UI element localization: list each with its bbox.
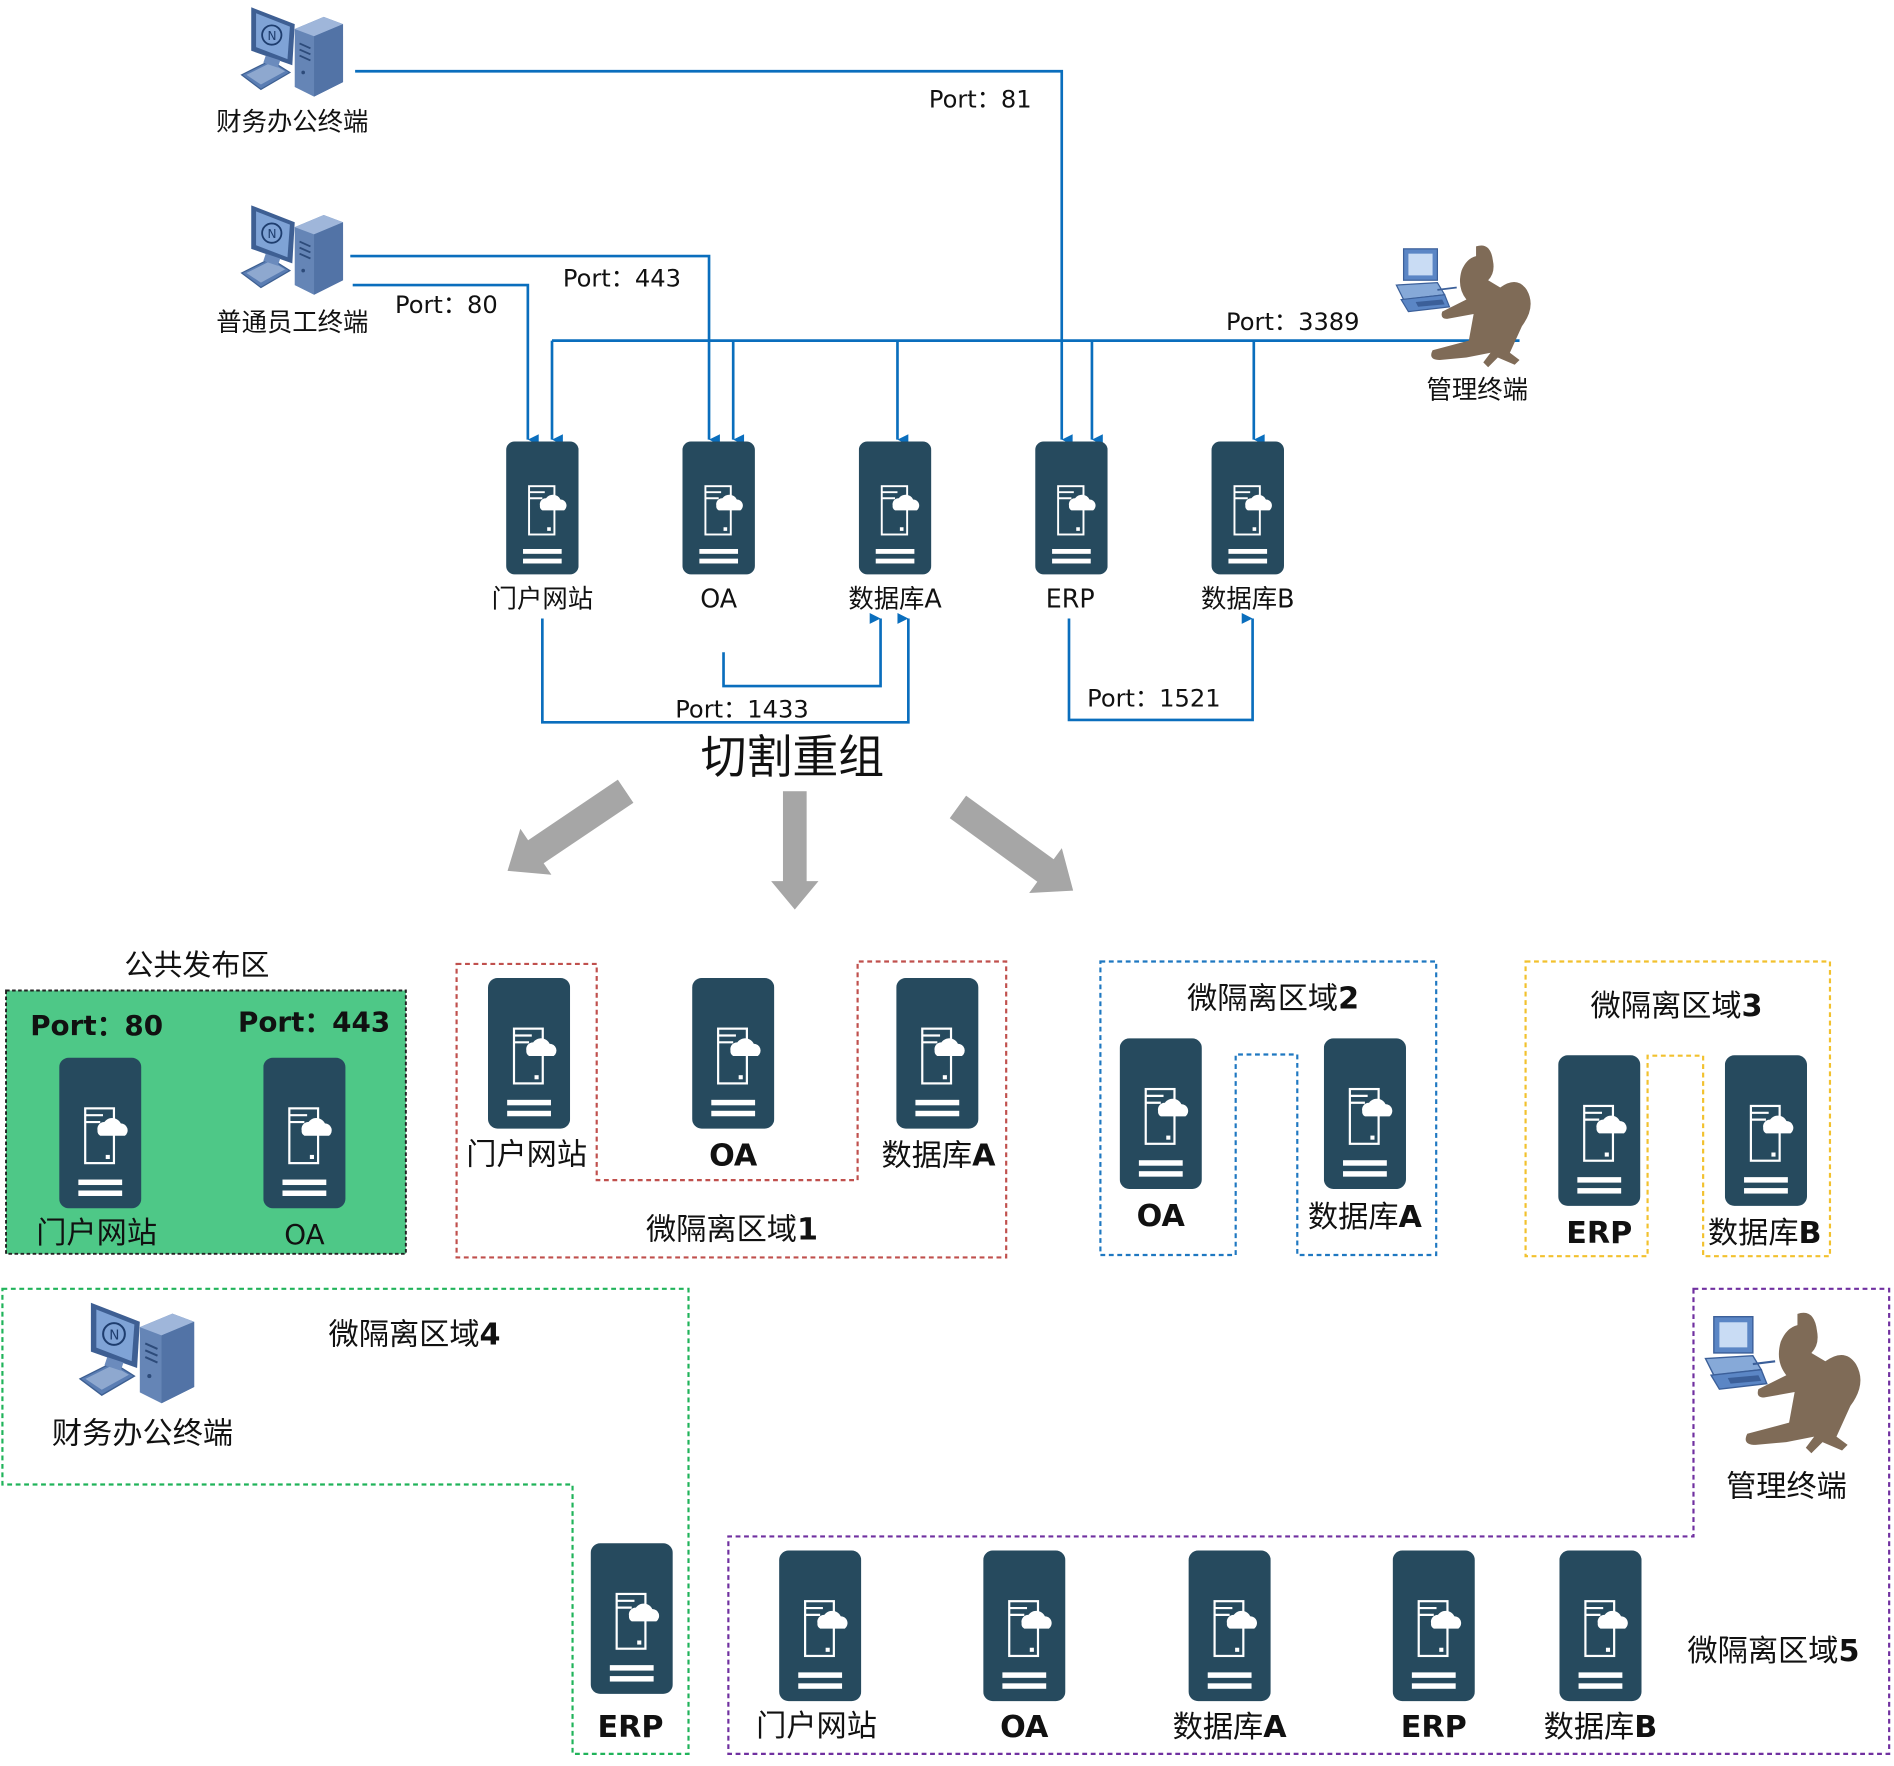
zone5-server-erp-icon[interactable] [1392,1549,1475,1703]
zone1-dba-label: 数据库A [881,1137,996,1173]
link-staff-portal [352,283,539,446]
public-server-portal-icon[interactable] [59,1056,142,1210]
zone3-server-dbb-icon[interactable] [1724,1054,1808,1208]
staff-terminal-icon[interactable] [240,204,344,296]
zone4-title: 微隔离区域4 [328,1316,501,1352]
transform-arrows [491,768,1090,914]
zone5-title: 微隔离区域5 [1687,1633,1860,1669]
zone2-title: 微隔离区域2 [1187,980,1360,1016]
link-finance-erp [355,69,1073,446]
link-staff-oa [350,254,720,446]
zone3-server-erp-icon[interactable] [1558,1054,1641,1208]
zone4-boundary [1,1287,690,1755]
zone5-server-portal-icon[interactable] [779,1549,862,1703]
zone1-server-portal-icon[interactable] [487,976,571,1130]
network-links [350,69,1520,724]
server-oa-icon[interactable] [682,440,755,575]
server-oa-label: OA [700,584,738,614]
zone2-dba-label: 数据库A [1307,1199,1422,1235]
transform-title: 切割重组 [700,730,885,784]
port-443-label: Port：443 [562,263,682,293]
finance-terminal-label: 财务办公终端 [216,107,369,137]
zone4-erp-label: ERP [597,1709,664,1745]
zone4-finance-terminal-label: 财务办公终端 [51,1415,234,1451]
staff-terminal-label: 普通员工终端 [216,308,369,338]
zone5-erp-label: ERP [1400,1709,1467,1745]
zone3-dbb-label: 数据库B [1707,1215,1822,1251]
port-80-label: Port：80 [394,289,498,319]
arrow-left-icon [491,768,642,894]
server-portal-icon[interactable] [506,440,579,575]
public-server-portal-label: 门户网站 [36,1215,158,1251]
zone4-finance-terminal-icon[interactable] [78,1301,196,1405]
finance-terminal-icon[interactable] [240,6,344,98]
server-erp-label: ERP [1045,584,1095,614]
public-zone-title: 公共发布区 [124,948,270,983]
server-erp-icon[interactable] [1035,440,1108,575]
port-81-label: Port：81 [928,84,1032,114]
arrow-down-icon [771,791,819,910]
server-dbb-label: 数据库B [1201,584,1295,614]
zone5-dba-label: 数据库A [1172,1709,1287,1745]
link-portal-dba [541,613,910,724]
zone5-admin-terminal-icon[interactable] [1704,1311,1862,1455]
zone2-oa-label: OA [1136,1198,1185,1234]
zone1-server-dba-icon[interactable] [896,976,979,1130]
admin-terminal-icon[interactable] [1395,244,1532,369]
zone5-oa-label: OA [1000,1709,1049,1745]
admin-terminal-label: 管理终端 [1426,375,1528,405]
public-port-443: Port：443 [237,1007,391,1039]
link-erp-dbb [1067,613,1254,722]
zone5-admin-terminal-label: 管理终端 [1726,1468,1847,1504]
port-3389-label: Port：3389 [1226,306,1360,336]
public-server-oa-label: OA [284,1219,325,1252]
zone3-title: 微隔离区域3 [1590,988,1763,1024]
server-dba-label: 数据库A [848,584,942,614]
zone1-oa-label: OA [709,1137,758,1173]
zone5-portal-label: 门户网站 [756,1707,877,1743]
port-1433-label: Port：1433 [675,694,809,724]
port-1521-label: Port：1521 [1087,683,1221,713]
zone5-server-dba-icon[interactable] [1188,1549,1271,1703]
server-dba-icon[interactable] [858,440,932,575]
zone2-server-dba-icon[interactable] [1323,1037,1406,1191]
public-port-80: Port：80 [30,1011,164,1043]
public-server-oa-icon[interactable] [263,1056,346,1210]
zone5-server-dbb-icon[interactable] [1559,1549,1642,1703]
zone1-boundary [455,960,1008,1259]
arrow-right-icon [941,784,1090,914]
server-portal-label: 门户网站 [491,584,594,614]
zone1-portal-label: 门户网站 [466,1136,588,1172]
server-dbb-icon[interactable] [1211,440,1284,575]
zone3-erp-label: ERP [1566,1215,1633,1251]
zone1-dba-text: 数据库 [881,1137,973,1173]
zone5-dbb-label: 数据库B [1543,1709,1658,1745]
link-oa-dba [722,613,882,688]
zone5-boundary [727,1287,1891,1755]
zone5-server-oa-icon[interactable] [983,1549,1066,1703]
zone4-server-erp-icon[interactable] [590,1542,673,1696]
zone1-server-oa-icon[interactable] [692,976,775,1130]
zone1-title: 微隔离区域1 [645,1211,819,1247]
zone2-server-oa-icon[interactable] [1119,1037,1202,1191]
